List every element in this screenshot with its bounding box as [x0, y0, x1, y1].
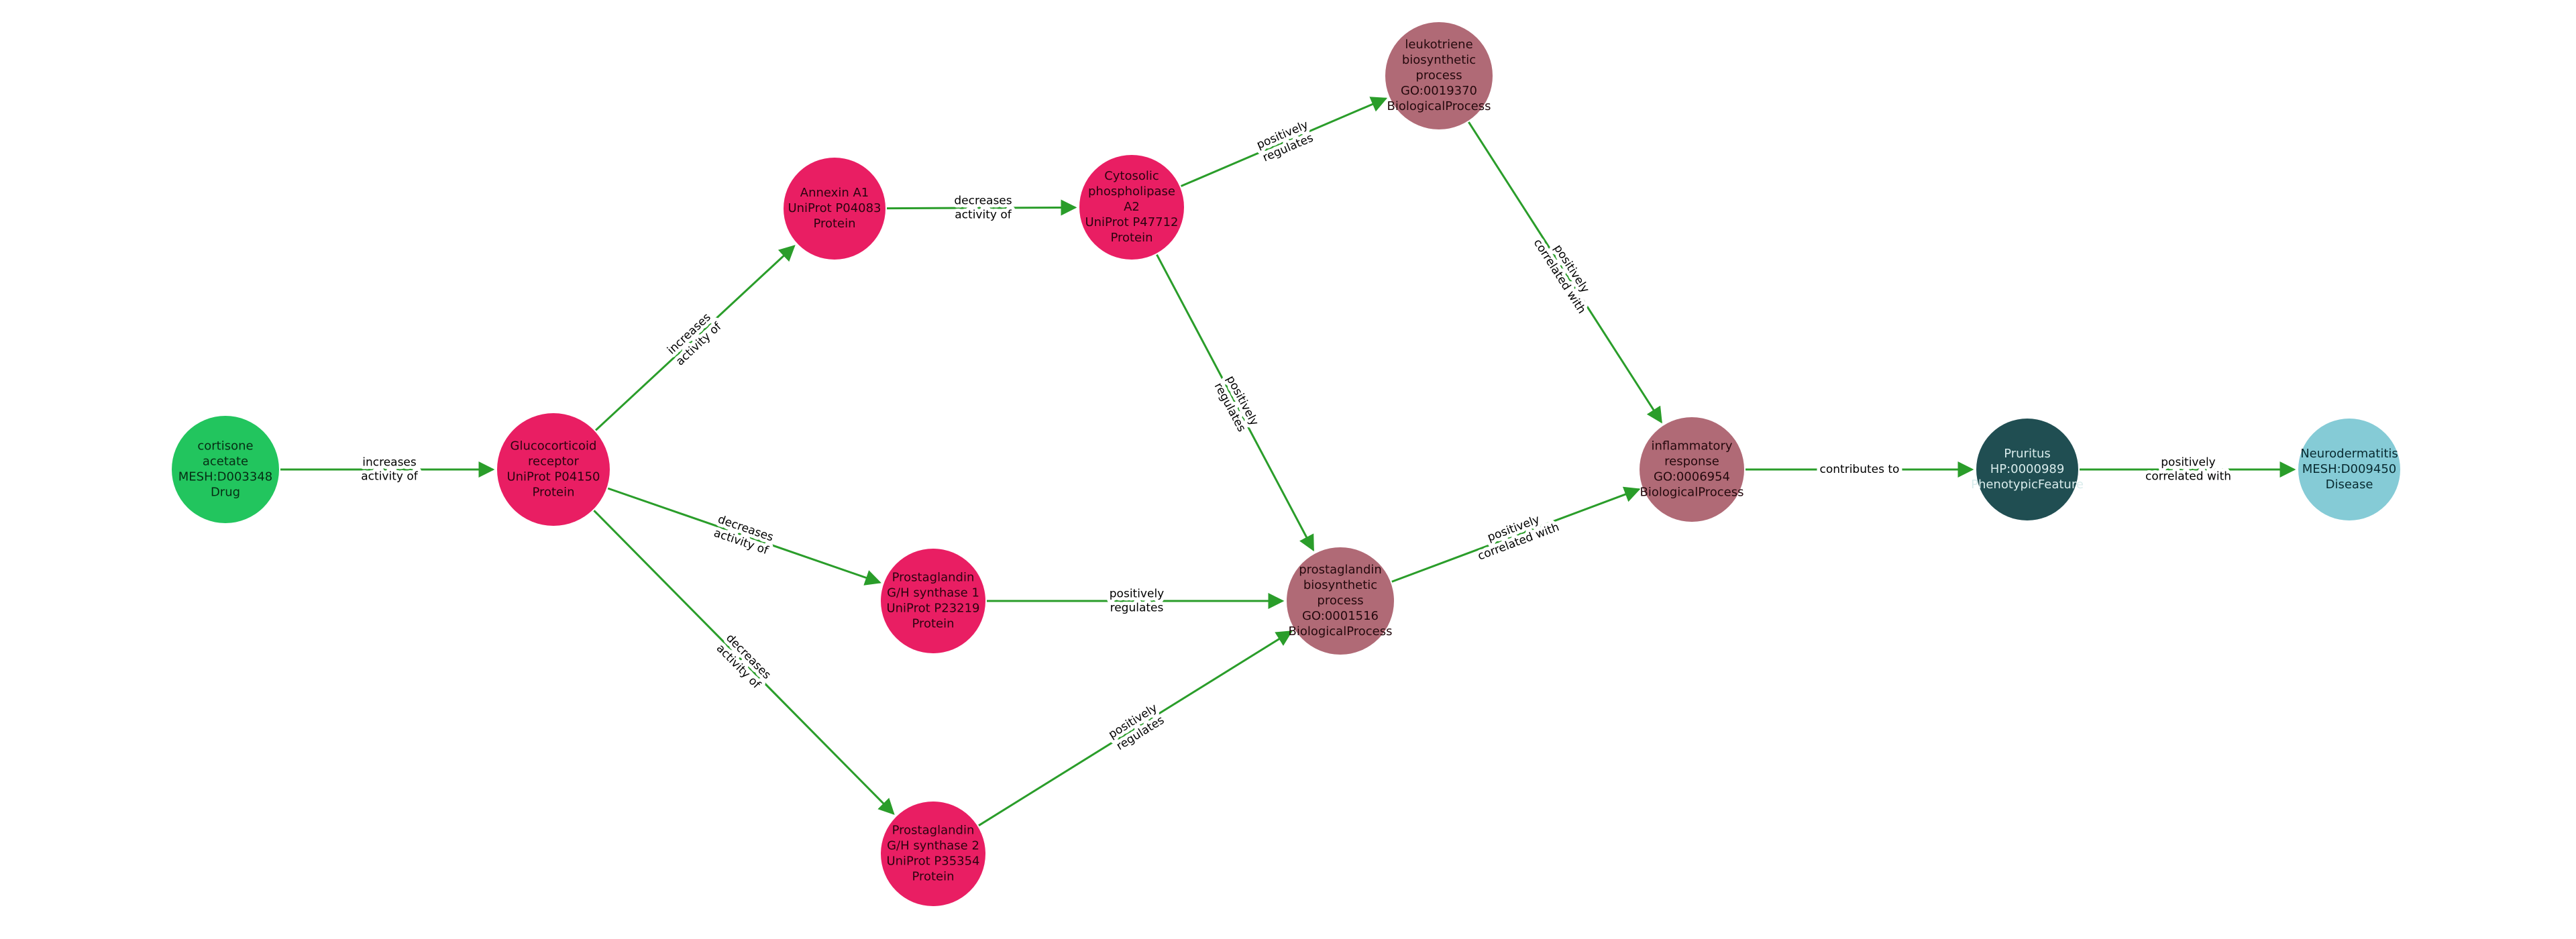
node-circle-annexin-a1[interactable]: [784, 158, 885, 260]
edge-cytosolic-phospholipase-a2--prostaglandin-biosynthetic-process: [1156, 254, 1315, 552]
node-label-line: process: [1317, 594, 1363, 608]
node-label-line: inflammatory: [1652, 439, 1733, 453]
node-label-line: Neurodermatitis: [2300, 447, 2398, 461]
node-label-line: prostaglandin: [1299, 563, 1382, 577]
node-label-line: acetate: [203, 455, 248, 469]
edge-label-text: increases: [362, 456, 417, 470]
node-leukotriene-biosynthetic-process[interactable]: leukotrienebiosyntheticprocessGO:0019370…: [1385, 22, 1493, 129]
node-label-line: receptor: [528, 455, 580, 469]
edge-label-inflammatory-response--pruritus: contributes to: [1817, 459, 1903, 480]
node-label-line: Pruritus: [2004, 447, 2051, 461]
node-label-line: Protein: [813, 217, 855, 231]
node-circle-cortisone-acetate[interactable]: [172, 416, 279, 523]
node-label-line: Glucocorticoid: [511, 439, 597, 453]
node-label-line: response: [1664, 455, 1719, 469]
edge-cytosolic-phospholipase-a2--leukotriene-biosynthetic-process: [1180, 97, 1388, 187]
edge-label-text: correlated with: [2145, 470, 2231, 484]
edge-label-text: activity of: [955, 209, 1012, 222]
node-circle-neurodermatitis[interactable]: [2298, 419, 2400, 520]
node-label-line: UniProt P23219: [886, 602, 979, 616]
node-label-line: biosynthetic: [1303, 578, 1377, 592]
node-label-line: GO:0001516: [1302, 609, 1379, 623]
node-label-line: Protein: [912, 617, 954, 631]
node-label-line: UniProt P04083: [788, 201, 881, 215]
node-label-line: UniProt P47712: [1085, 215, 1178, 229]
edge-label-text: contributes to: [1820, 463, 1900, 476]
edge-label-text: regulates: [1110, 602, 1164, 615]
node-circle-leukotriene-biosynthetic-process[interactable]: [1385, 22, 1493, 129]
node-label-line: MESH:D009450: [2302, 462, 2397, 476]
node-circle-cytosolic-phospholipase-a2[interactable]: [1079, 155, 1184, 260]
node-label-line: Protein: [532, 486, 574, 500]
node-label-line: A2: [1124, 200, 1140, 214]
node-label-line: UniProt P35354: [886, 854, 979, 869]
node-circle-pruritus[interactable]: [1976, 419, 2078, 520]
node-inflammatory-response[interactable]: inflammatory responseGO:0006954Biological…: [1640, 417, 1744, 522]
node-circle-prostaglandin-biosynthetic-process[interactable]: [1287, 547, 1394, 655]
node-label-line: G/H synthase 2: [887, 839, 979, 853]
edge-prostaglandin-biosynthetic-process--inflammatory-response: [1391, 486, 1641, 583]
node-label-line: BiologicalProcess: [1288, 624, 1392, 639]
node-label-line: Protein: [1110, 231, 1152, 245]
node-label-line: Cytosolic: [1104, 169, 1159, 183]
node-label-line: GO:0019370: [1401, 84, 1477, 98]
edge-label-text: positively: [1110, 588, 1164, 601]
node-circle-glucocorticoid-receptor[interactable]: [497, 413, 610, 526]
edge-label-text: activity of: [361, 470, 418, 484]
node-label-line: cortisone: [197, 439, 253, 453]
node-label-line: Prostaglandin: [892, 824, 975, 838]
node-label-line: PhenotypicFeature: [1971, 478, 2084, 492]
node-label-line: BiologicalProcess: [1640, 486, 1743, 500]
edge-prostaglandin-gh-synthase-2--prostaglandin-biosynthetic-process: [978, 630, 1293, 827]
edge-leukotriene-biosynthetic-process--inflammatory-response: [1468, 121, 1662, 424]
node-label-line: process: [1415, 68, 1462, 82]
node-label-line: biosynthetic: [1402, 53, 1476, 67]
node-circle-inflammatory-response[interactable]: [1640, 417, 1744, 522]
node-label-line: MESH:D003348: [178, 470, 273, 484]
node-label-line: Disease: [2326, 478, 2373, 492]
node-circle-prostaglandin-gh-synthase-2[interactable]: [881, 802, 985, 906]
node-circle-prostaglandin-gh-synthase-1[interactable]: [881, 549, 985, 653]
edge-layer: [280, 97, 2296, 827]
node-label-line: G/H synthase 1: [887, 586, 979, 600]
node-label-line: leukotriene: [1405, 38, 1472, 52]
node-label-line: Prostaglandin: [892, 571, 975, 585]
edge-annexin-a1--cytosolic-phospholipase-a2: [886, 199, 1077, 216]
edge-glucocorticoid-receptor--annexin-a1: [595, 245, 796, 431]
node-label-line: Drug: [211, 486, 240, 500]
node-label-line: HP:0000989: [1990, 462, 2065, 476]
edge-label-text: positively: [2161, 456, 2215, 470]
node-label-line: BiologicalProcess: [1387, 99, 1491, 113]
node-label-line: phospholipase: [1088, 184, 1175, 199]
edge-glucocorticoid-receptor--prostaglandin-gh-synthase-2: [593, 510, 895, 815]
node-label-line: UniProt P04150: [506, 470, 600, 484]
node-label-line: Protein: [912, 870, 954, 884]
edge-glucocorticoid-receptor--prostaglandin-gh-synthase-1: [607, 487, 881, 586]
edge-label-text: decreases: [954, 195, 1012, 208]
node-label-line: Annexin A1: [800, 186, 869, 200]
node-label-line: GO:0006954: [1654, 470, 1730, 484]
